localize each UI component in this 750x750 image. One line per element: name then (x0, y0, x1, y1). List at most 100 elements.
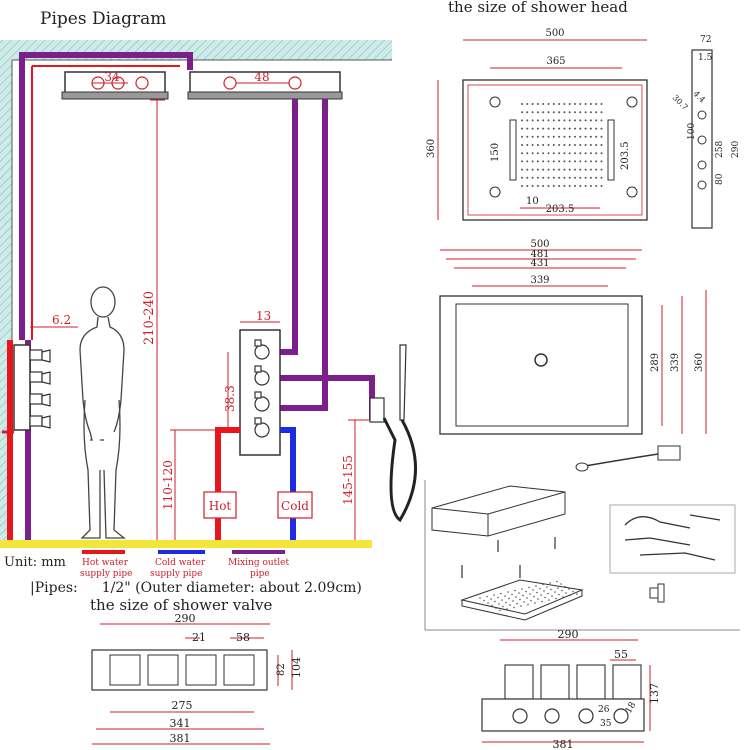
nozzle-dot (579, 185, 582, 187)
nozzle-dot (547, 160, 550, 163)
nozzle-dot-exploded (495, 607, 497, 609)
dim-valve-height: 38.3 (223, 385, 237, 412)
nozzle-dot-exploded (557, 587, 559, 589)
nozzle-dot (531, 135, 534, 138)
nozzle-dot (547, 168, 550, 171)
nozzle-dot (542, 127, 545, 130)
nozzle-dot (542, 103, 545, 105)
nozzle-dot (584, 111, 587, 114)
nozzle-dot (579, 127, 582, 130)
nozzle-dot (558, 103, 561, 105)
nozzle-dot (531, 176, 534, 179)
hot-label: Hot (209, 499, 232, 513)
center-inlet (534, 353, 548, 367)
nozzle-dot-exploded (553, 584, 555, 587)
nozzle-dot (542, 144, 545, 146)
nozzle-dot-exploded (522, 594, 524, 597)
nozzle-dot (526, 135, 529, 138)
nozzle-dot (526, 176, 529, 179)
nozzle-dot (600, 111, 603, 114)
nozzle-dot-exploded (520, 605, 522, 607)
nozzle-dot (521, 127, 523, 130)
nozzle-dot (563, 119, 566, 122)
dim-valve-275: 275 (172, 699, 193, 712)
nozzle-dot (574, 168, 576, 171)
dim-side-137: 137 (648, 683, 661, 704)
legend-mix-1: Mixing outlet (228, 558, 290, 568)
nozzle-dot-exploded (544, 596, 546, 599)
nozzle-dot (568, 135, 571, 138)
dim-side-1-5: 1.5 (698, 53, 713, 63)
nozzle-dot-exploded (521, 588, 523, 590)
nozzle-dot (547, 152, 550, 155)
nozzle-dot (595, 152, 598, 155)
nozzle-dot-exploded (528, 586, 530, 589)
nozzle-dot (563, 176, 566, 179)
nozzle-dot (579, 103, 582, 105)
nozzle-dot-exploded (511, 593, 513, 596)
nozzle-dot (531, 168, 534, 171)
nozzle-dot (521, 111, 523, 114)
nozzle-dot-exploded (498, 603, 500, 605)
nozzle-dot-exploded (560, 583, 562, 585)
nozzle-dot-exploded (549, 582, 551, 584)
pipes-spec: |Pipes:1/2" (Outer diameter: about 2.09c… (30, 580, 362, 596)
nozzle-dot (568, 176, 571, 179)
nozzle-dot (574, 103, 576, 105)
nozzle-dot (563, 111, 566, 114)
dim-wall-panel: 6.2 (52, 313, 71, 327)
shower-valve-title: the size of shower valve (90, 596, 272, 614)
nozzle-dot (595, 119, 598, 122)
nozzle-dot-exploded (569, 594, 571, 597)
nozzle-dot (563, 103, 566, 105)
power-adapter (575, 445, 681, 472)
nozzle-dot (589, 176, 592, 179)
nozzle-dot (574, 144, 576, 146)
nozzle-dot (563, 160, 566, 163)
legend-hot-1: Hot water (82, 558, 129, 568)
nozzle-dot-exploded (515, 596, 517, 598)
nozzle-dot-exploded (536, 591, 538, 594)
nozzle-dot (547, 103, 550, 105)
nozzle-dot-exploded (479, 597, 481, 599)
nozzle-dot-exploded (507, 591, 509, 593)
nozzle-dot (563, 144, 566, 146)
dim-ceiling-small: 34 (104, 70, 120, 84)
nozzle-dot (521, 103, 523, 105)
dim-side-valve-290: 290 (558, 628, 579, 641)
nozzle-dot (558, 176, 561, 179)
nozzle-dot (563, 185, 566, 187)
nozzle-dot-exploded (561, 589, 563, 592)
dim-side-72: 72 (700, 35, 711, 45)
nozzle-dot (558, 127, 561, 130)
nozzle-dot (547, 185, 550, 187)
nozzle-dot (542, 168, 545, 171)
nozzle-dot (521, 144, 523, 146)
nozzle-dot (600, 152, 603, 155)
nozzle-dot (579, 111, 582, 114)
hand-shower-bracket (369, 397, 385, 423)
mix-pipe-center-1 (280, 99, 298, 355)
hand-shower (399, 344, 407, 421)
dim-back-500: 500 (530, 239, 549, 250)
dim-back-360: 360 (694, 353, 705, 372)
nozzle-dot-exploded (486, 595, 488, 598)
dim-back-481: 481 (530, 249, 549, 260)
mount-screws (461, 537, 556, 578)
shower-head-exploded (460, 579, 584, 621)
dim-side-100: 100 (687, 123, 697, 140)
nozzle-dot-exploded (504, 595, 506, 597)
nozzle-dot (584, 168, 587, 171)
nozzle-dot (552, 127, 555, 130)
nozzle-dot (579, 176, 582, 179)
dim-back-339-h: 339 (670, 353, 681, 372)
nozzle-dot (536, 103, 539, 105)
nozzle-dot-exploded (555, 597, 557, 600)
legend-hot-2: supply pipe (80, 569, 133, 579)
nozzle-dot-exploded (537, 598, 539, 600)
dim-side-30-7: 30.7 (671, 93, 690, 112)
nozzle-dot-exploded (558, 593, 560, 596)
nozzle-dot (595, 111, 598, 114)
nozzle-dot-exploded (540, 594, 542, 596)
nozzle-dot (574, 160, 576, 163)
